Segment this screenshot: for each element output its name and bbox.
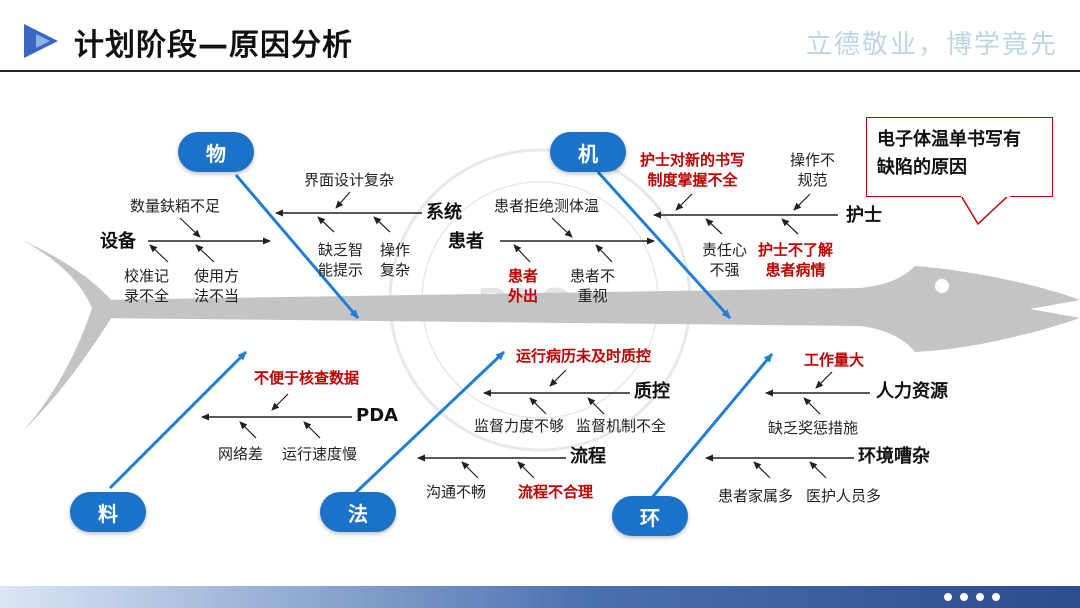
cause-zerenxin: 责任心不强 — [702, 241, 748, 279]
fish-head — [915, 266, 1080, 352]
cause-gongzuoliang: 工作量大 — [804, 351, 865, 369]
cause-jiashu: 患者家属多 — [718, 487, 794, 505]
cause-shuliang: 数量鈇粨不足 — [130, 197, 221, 215]
fish-mouth — [1030, 300, 1080, 318]
cause-huanzhe: 患者 — [448, 231, 484, 252]
bone-fa — [348, 350, 506, 500]
cause-caozuo-buguifan: 操作不规范 — [790, 151, 836, 189]
cause-yihu: 医护人员多 — [806, 487, 882, 505]
cause-jiangcheng: 缺乏奖惩措施 — [768, 419, 859, 437]
cause-shiyong: 使用方法不当 — [194, 267, 240, 305]
cause-buliaojie: 护士不了解患者病情 — [758, 241, 834, 279]
callout-line-1: 电子体温单书写有 — [877, 129, 1021, 150]
cause-jujue: 患者拒绝测体温 — [494, 197, 600, 215]
cause-liucheng-buheli: 流程不合理 — [518, 483, 594, 501]
callout-pointer-mask — [961, 193, 1010, 197]
cause-goutong: 沟通不畅 — [426, 483, 487, 501]
cause-liucheng: 流程 — [570, 446, 606, 467]
fish-eye — [935, 279, 949, 293]
cause-xitong: 系统 — [426, 202, 462, 223]
cause-wangluo: 网络差 — [218, 445, 264, 463]
fish-body — [95, 266, 1080, 352]
cause-buzhongshi: 患者不重视 — [570, 267, 616, 305]
category-fa: 法 — [320, 492, 396, 532]
cause-quefa: 缺乏智能提示 — [318, 241, 364, 279]
bone-wu — [234, 174, 360, 319]
callout-pointer — [959, 193, 1011, 226]
cause-jiandu-lidu: 监督力度不够 — [474, 417, 565, 435]
footer-bar — [0, 586, 1080, 608]
bone-huan — [648, 353, 774, 501]
cause-yunxing: 运行速度慢 — [282, 445, 358, 463]
cause-jiaozhun: 校准记录不全 — [124, 267, 170, 305]
problem-callout: 电子体温单书写有 缺陷的原因 — [866, 117, 1053, 197]
cause-jiemian: 界面设计复杂 — [304, 171, 395, 189]
cause-zhikong: 质控 — [634, 381, 670, 402]
play-arrow-icon — [24, 24, 58, 58]
cause-shebei: 设备 — [100, 231, 136, 252]
cause-huanjing: 环境嘈杂 — [858, 446, 930, 467]
category-wu: 物 — [178, 132, 254, 172]
page-title: 计划阶段—原因分析 — [74, 28, 353, 63]
cause-caozuo-fuza: 操作复杂 — [380, 241, 411, 279]
slide-dot-4 — [992, 593, 1000, 601]
slide-dot-2 — [960, 593, 968, 601]
school-motto: 立德敬业，博学竟先 — [805, 30, 1058, 60]
cause-waichu: 患者外出 — [508, 267, 539, 305]
cause-renli: 人力资源 — [876, 381, 948, 402]
category-ji: 机 — [550, 132, 626, 172]
category-huan: 环 — [612, 496, 688, 536]
cause-jiandu-jizhi: 监督机制不全 — [576, 417, 667, 435]
cause-bingli: 运行病历未及时质控 — [516, 347, 652, 365]
slide-dot-1 — [944, 593, 952, 601]
category-liao: 料 — [70, 492, 146, 532]
cause-xinshuxie: 护士对新的书写制度掌握不全 — [640, 151, 746, 189]
cause-pda: PDA — [356, 405, 399, 426]
callout-line-2: 缺陷的原因 — [877, 157, 967, 178]
bone-ji — [596, 170, 732, 320]
cause-hushi: 护士 — [846, 205, 882, 226]
bone-liao — [108, 350, 248, 490]
slide-dot-3 — [976, 593, 984, 601]
cause-bubian: 不便于核查数据 — [254, 369, 360, 387]
header-divider — [0, 70, 1080, 72]
fish-tail — [22, 240, 118, 432]
